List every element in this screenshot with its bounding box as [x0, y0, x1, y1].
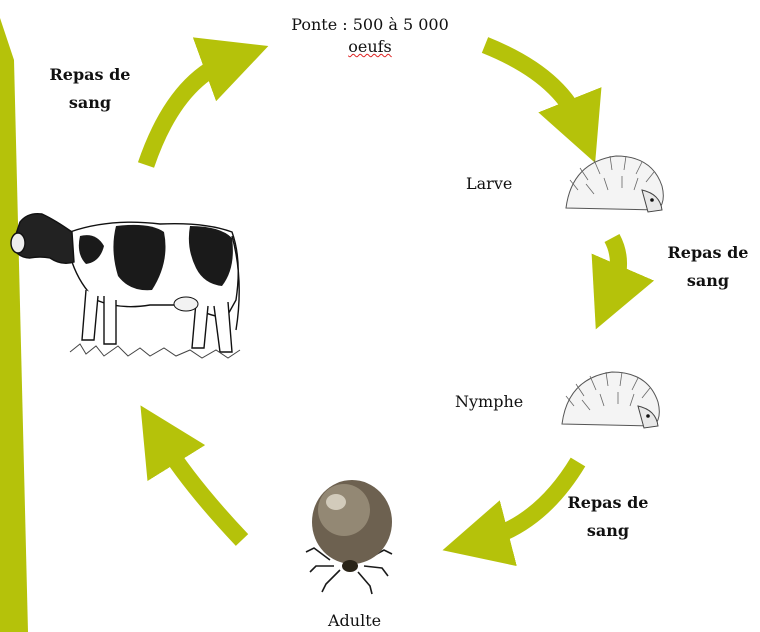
larve-label: Larve — [466, 174, 513, 193]
arrow-adulte-to-cow — [140, 405, 249, 546]
repas-de-sang-right: Repas de sang — [660, 242, 756, 292]
left-accent-bar — [0, 18, 28, 632]
repas-right-line1: Repas de — [667, 243, 749, 262]
ponte-label-line1: Ponte : 500 à 5 000 — [291, 15, 449, 34]
adulte-label: Adulte — [328, 611, 382, 630]
repas-de-sang-bottom: Repas de sang — [560, 492, 656, 542]
repas-left-line1: Repas de — [49, 65, 131, 84]
repas-bottom-line1: Repas de — [567, 493, 649, 512]
nymphe-label: Nymphe — [455, 392, 524, 411]
repas-bottom-line2: sang — [586, 521, 630, 540]
arrow-nymphe-to-adulte — [442, 457, 586, 567]
ponte-label: Ponte : 500 à 5 000 oeufs — [282, 14, 458, 58]
arrow-ponte-to-larve — [481, 37, 602, 163]
repas-left-line2: sang — [68, 93, 112, 112]
arrow-larve-to-nymphe — [591, 233, 655, 330]
ponte-label-line2: oeufs — [348, 37, 392, 56]
arrow-cow-to-ponte — [137, 37, 269, 168]
repas-de-sang-left: Repas de sang — [42, 64, 138, 114]
repas-right-line2: sang — [686, 271, 730, 290]
